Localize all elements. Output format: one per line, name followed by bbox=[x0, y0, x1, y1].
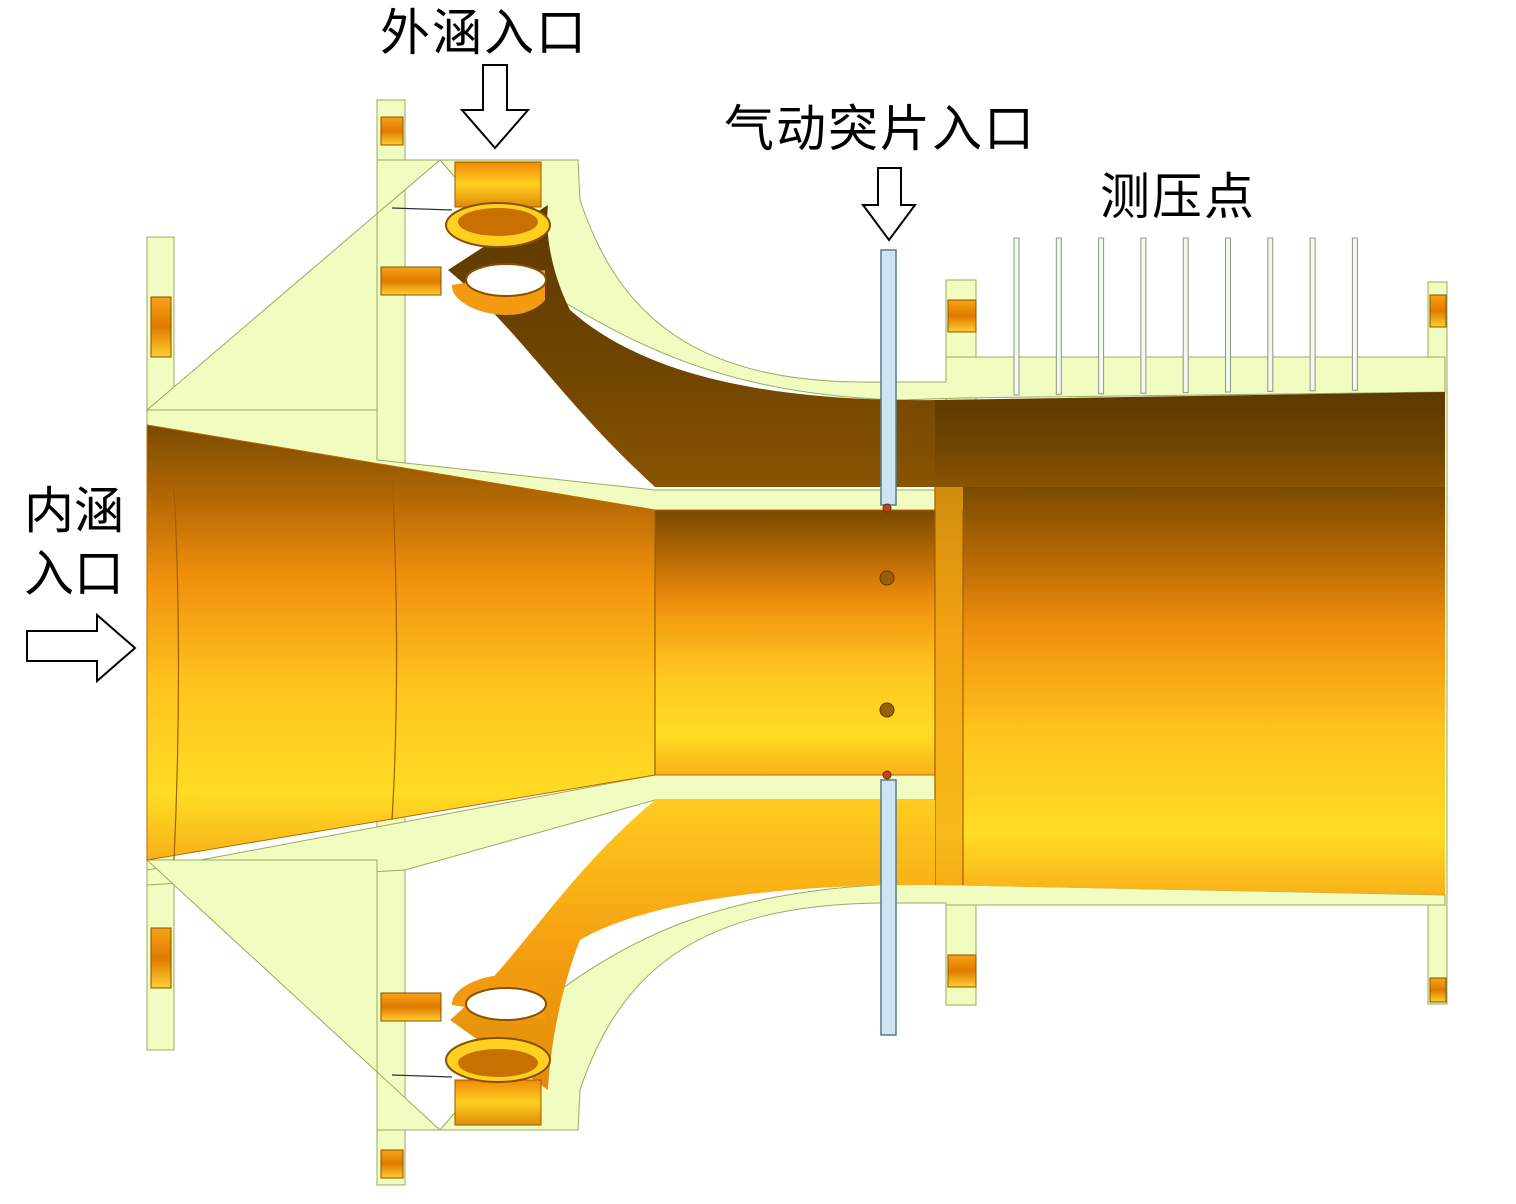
flange-bolt-holes bbox=[150, 116, 1447, 1179]
tab-inlet-arrow bbox=[861, 167, 917, 242]
pressure-tap-tubes bbox=[1013, 237, 1358, 396]
tab-holes bbox=[879, 503, 895, 780]
lower-inlet-port bbox=[445, 974, 551, 1126]
mixing-section bbox=[935, 487, 1445, 895]
pressure-tap-tube bbox=[1267, 237, 1274, 392]
upper-inlet-port bbox=[445, 161, 551, 316]
pneumatic-tab-tubes bbox=[880, 249, 897, 1036]
pressure-tap-tube bbox=[1182, 237, 1189, 394]
pressure-taps-label: 测压点 bbox=[1100, 168, 1256, 226]
pressure-tap-tube bbox=[1055, 237, 1062, 395]
outer-inlet-arrow bbox=[459, 64, 531, 150]
mixing-section-lip bbox=[935, 487, 963, 885]
core-straight bbox=[654, 509, 936, 776]
pressure-tap-tube bbox=[1098, 237, 1105, 395]
port-lead-lines bbox=[391, 207, 453, 1078]
upper-exit-duct bbox=[935, 392, 1445, 487]
pressure-tap-tube bbox=[1013, 237, 1020, 396]
lower-bypass-duct bbox=[450, 800, 935, 1090]
outer-bypass-inlet-label: 外涵入口 bbox=[380, 4, 588, 62]
pneumatic-tab-inlet-label: 气动突片入口 bbox=[724, 100, 1036, 158]
pressure-tap-tube bbox=[1225, 237, 1231, 393]
pressure-tap-tube bbox=[1309, 237, 1316, 392]
pressure-tap-tube bbox=[1140, 237, 1147, 394]
pressure-tap-tube bbox=[1351, 237, 1358, 391]
upper-bypass-duct bbox=[448, 205, 935, 487]
inner-core-inlet-label: 内涵入口 bbox=[24, 482, 124, 603]
inner-inlet-arrow bbox=[26, 612, 137, 684]
